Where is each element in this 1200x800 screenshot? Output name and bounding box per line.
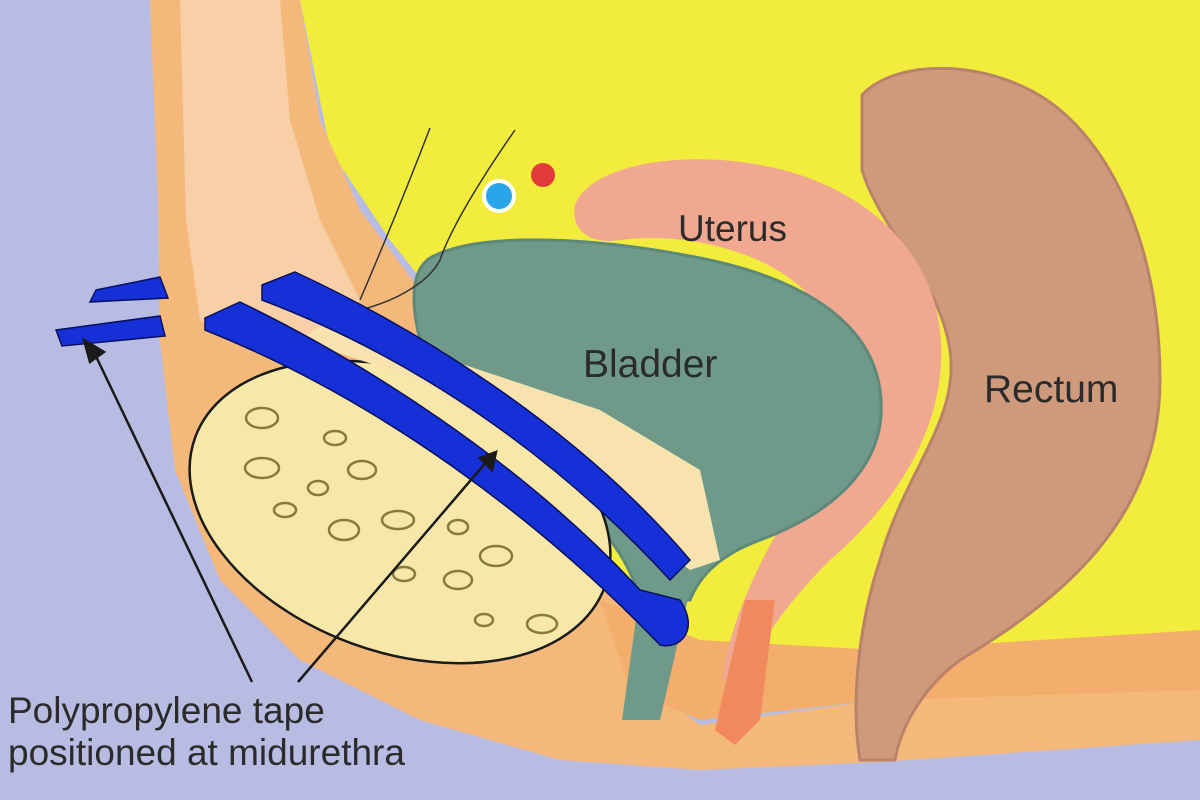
vagina bbox=[715, 600, 775, 745]
bone-pores bbox=[243, 406, 559, 635]
caption-line-2: positioned at midurethra bbox=[8, 732, 405, 773]
bladder-label: Bladder bbox=[583, 343, 718, 386]
tape-exit-ends bbox=[54, 276, 170, 347]
rectum bbox=[854, 66, 1162, 762]
red-vessel-icon bbox=[531, 163, 555, 187]
polypropylene-tape bbox=[204, 271, 692, 647]
nerve-lines bbox=[359, 127, 516, 311]
uterus-label: Uterus bbox=[678, 208, 787, 249]
tape-caption: Polypropylene tape positioned at miduret… bbox=[8, 690, 405, 774]
skin-strip bbox=[180, 0, 360, 350]
caption-line-1: Polypropylene tape bbox=[8, 690, 325, 731]
uterus bbox=[574, 159, 942, 681]
rectum-label: Rectum bbox=[984, 368, 1119, 411]
blue-vessel-icon bbox=[482, 179, 516, 213]
pointer-arrows bbox=[81, 337, 498, 683]
